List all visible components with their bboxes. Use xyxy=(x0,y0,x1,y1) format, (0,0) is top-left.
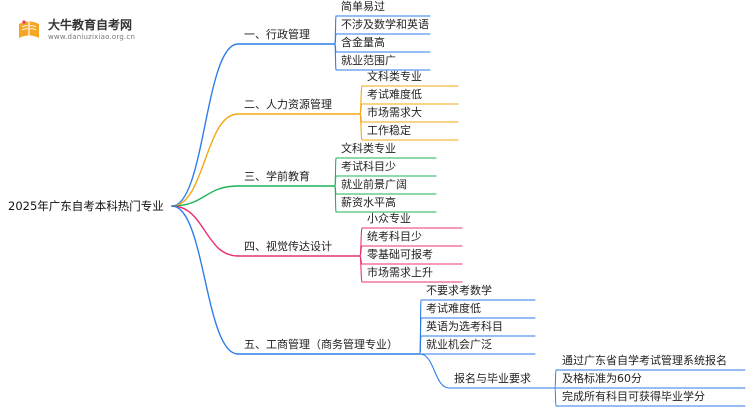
leaf-label: 不要求考数学 xyxy=(426,284,492,297)
branch-label: 二、人力资源管理 xyxy=(244,98,332,111)
leaf-label: 考试难度低 xyxy=(367,88,422,101)
branch-connector xyxy=(171,113,239,207)
leaf-label: 统考科目少 xyxy=(367,230,422,243)
logo-url: www.daniuzixiao.org.cn xyxy=(48,33,136,41)
branch-connector xyxy=(171,43,239,207)
branch-label: 四、视觉传达设计 xyxy=(244,240,332,253)
leaf-label: 市场需求上升 xyxy=(367,266,433,279)
branch-connector xyxy=(171,205,239,257)
leaf-connector xyxy=(359,255,363,283)
branch-connector xyxy=(171,205,239,355)
leaf-label: 就业范围广 xyxy=(341,54,396,67)
sub-leaf-label: 完成所有科目可获得毕业学分 xyxy=(562,390,705,403)
leaf-label: 文科类专业 xyxy=(341,142,396,155)
leaf-label: 考试科目少 xyxy=(341,160,396,173)
branch-label: 一、行政管理 xyxy=(244,28,310,41)
leaf-connector xyxy=(334,43,337,71)
book-logo-icon xyxy=(16,18,42,42)
sub-branch-label: 报名与毕业要求 xyxy=(454,372,531,385)
branch-connector xyxy=(171,185,239,207)
leaf-label: 市场需求大 xyxy=(367,106,422,119)
sub-leaf-connector xyxy=(554,369,557,389)
mindmap-root: 2025年广东自考本科热门专业 xyxy=(8,199,164,213)
leaf-label: 简单易过 xyxy=(341,0,385,13)
leaf-label: 文科类专业 xyxy=(367,70,422,83)
sub-leaf-label: 及格标准为60分 xyxy=(562,372,642,385)
leaf-connector xyxy=(334,185,337,213)
branch-label: 五、工商管理（商务管理专业） xyxy=(244,338,398,351)
leaf-label: 不涉及数学和英语 xyxy=(341,18,429,31)
sub-leaf-connector xyxy=(554,387,557,407)
leaf-label: 小众专业 xyxy=(367,212,411,225)
leaf-label: 工作稳定 xyxy=(367,124,411,137)
leaf-label: 就业前景广阔 xyxy=(341,178,407,191)
leaf-label: 考试难度低 xyxy=(426,302,481,315)
site-logo: 大牛教育自考网 www.daniuzixiao.org.cn xyxy=(16,18,135,42)
leaf-label: 就业机会广泛 xyxy=(426,338,492,351)
leaf-connector xyxy=(359,113,363,141)
leaf-label: 英语为选考科目 xyxy=(426,320,503,333)
leaf-label: 含金量高 xyxy=(341,36,385,49)
leaf-label: 零基础可报考 xyxy=(367,248,433,261)
branch-label: 三、学前教育 xyxy=(244,170,310,183)
sub-branch-connector xyxy=(419,353,450,389)
logo-title: 大牛教育自考网 xyxy=(48,18,133,32)
sub-leaf-label: 通过广东省自学考试管理系统报名 xyxy=(562,354,727,367)
leaf-label: 薪资水平高 xyxy=(341,196,396,209)
